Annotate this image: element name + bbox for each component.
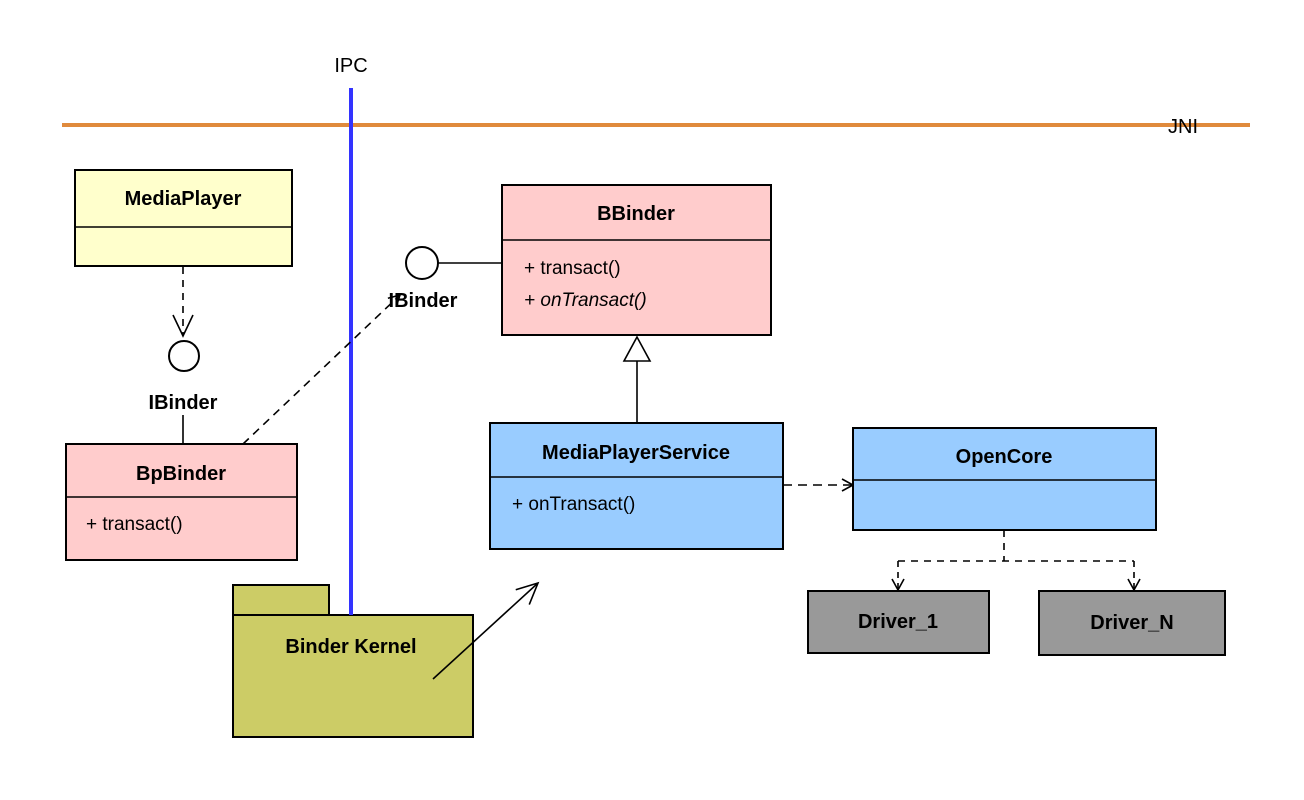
opencore-driver-dependencies (891, 530, 1141, 592)
binder-kernel-label: Binder Kernel (285, 636, 416, 658)
opencore-name: OpenCore (956, 446, 1053, 468)
opencore-class: OpenCore (852, 427, 1157, 531)
bbinder-name: BBinder (597, 203, 675, 225)
bbinder-class: BBinder + transact() + onTransact() (501, 184, 772, 336)
ibinder-right-interface-icon (405, 246, 439, 280)
jni-label: JNI (1168, 116, 1198, 138)
media-player-name: MediaPlayer (125, 188, 242, 210)
media-player-service-method-ontransact: + onTransact() (512, 494, 635, 515)
driver-n-component: Driver_N (1038, 590, 1226, 656)
opencore-box (852, 427, 1157, 531)
ibinder-right-label: IBinder (389, 290, 458, 312)
kernel-to-service-arrow (432, 581, 540, 680)
bbinder-method-transact: + transact() (524, 258, 621, 279)
bpbinder-name: BpBinder (136, 463, 226, 485)
driver-1-box (807, 590, 990, 654)
media-player-service-name: MediaPlayerService (542, 442, 730, 464)
ipc-label: IPC (334, 55, 367, 77)
ibinder-left-interface-icon (168, 340, 200, 372)
driver-1-label: Driver_1 (858, 611, 938, 633)
bpbinder-method-transact: + transact() (86, 514, 183, 535)
binder-kernel-body (232, 614, 474, 738)
media-player-class: MediaPlayer (74, 169, 293, 267)
bbinder-method-ontransact: + onTransact() (524, 290, 647, 311)
bpbinder-class: BpBinder + transact() (65, 443, 298, 561)
media-player-service-class: MediaPlayerService + onTransact() (489, 422, 784, 550)
bpbinder-to-ibinder-ipc-link (242, 293, 402, 445)
media-player-box (74, 169, 293, 267)
media-player-service-box (489, 422, 784, 550)
driver-n-box (1038, 590, 1226, 656)
binder-kernel-tab (232, 584, 330, 617)
binder-kernel-package: Binder Kernel (232, 584, 474, 738)
driver-1-component: Driver_1 (807, 590, 990, 654)
generalization-arrowhead (622, 335, 652, 362)
bbinder-box (501, 184, 772, 336)
ibinder-left-label: IBinder (149, 392, 218, 414)
bpbinder-box (65, 443, 298, 561)
driver-n-label: Driver_N (1090, 612, 1173, 634)
